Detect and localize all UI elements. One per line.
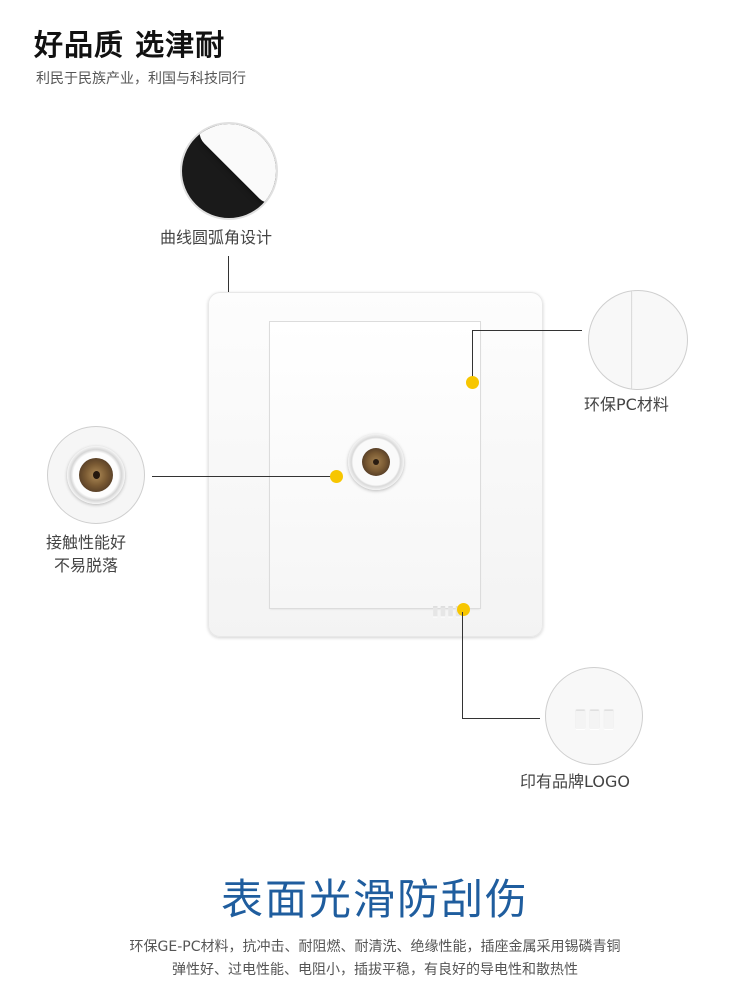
contact-callout-label-line1: 接触性能好 xyxy=(46,533,127,552)
corner-callout-label: 曲线圆弧角设计 xyxy=(160,228,273,247)
logo-callout-label: 印有品牌LOGO xyxy=(520,772,630,791)
material-leader-line-h xyxy=(472,330,582,331)
material-callout-label: 环保PC材料 xyxy=(584,395,669,414)
material-leader-line-v xyxy=(472,330,473,378)
jack-pin-hole xyxy=(373,459,379,465)
contact-marker-dot xyxy=(330,470,343,483)
material-marker-dot xyxy=(466,376,479,389)
feature-headline: 表面光滑防刮伤 xyxy=(220,875,529,924)
plate-embossed-logo-icon: ▮▮▮▮ xyxy=(432,604,463,618)
panel-edge-closeup-icon xyxy=(588,290,688,390)
rounded-corner-closeup-icon xyxy=(180,122,278,220)
logo-leader-line-v xyxy=(462,612,463,718)
jack-closeup-icon xyxy=(47,426,145,524)
page-subtitle: 利民于民族产业，利国与科技同行 xyxy=(36,71,246,87)
corner-leader-line xyxy=(228,256,229,308)
page-title: 好品质 选津耐 xyxy=(34,28,226,62)
logo-leader-line-h xyxy=(462,718,540,719)
feature-description-line1: 环保GE-PC材料，抗冲击、耐阻燃、耐清洗、绝缘性能，插座金属采用锡磷青铜 xyxy=(129,939,621,955)
contact-callout-label-line2: 不易脱落 xyxy=(54,556,119,575)
brand-logo-closeup-icon: ▮▮▮ xyxy=(545,667,643,765)
contact-leader-line xyxy=(152,476,336,477)
logo-marker-dot xyxy=(457,603,470,616)
feature-description-line2: 弹性好、过电性能、电阻小，插拔平稳，有良好的导电性和散热性 xyxy=(172,962,578,978)
